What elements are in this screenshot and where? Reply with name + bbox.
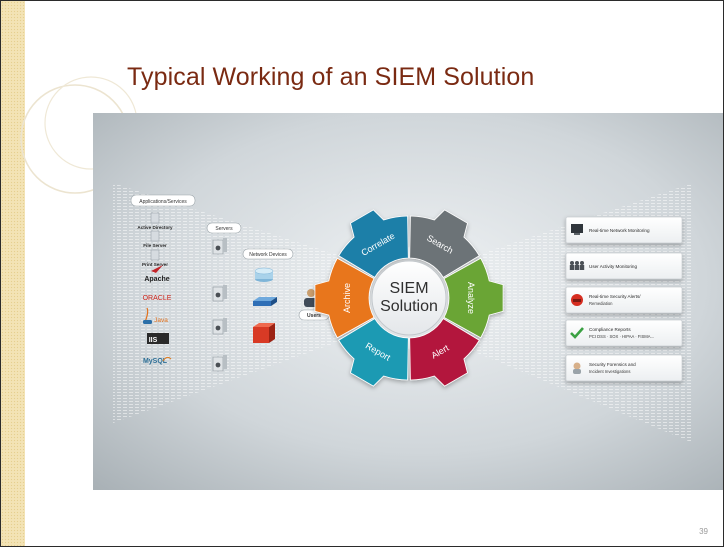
checkmark-icon: [570, 327, 584, 339]
applications-label: Applications/Services: [139, 199, 187, 205]
users-icon: [575, 261, 579, 265]
output-panel-box: [565, 354, 683, 382]
app-item: Active Directory: [137, 212, 173, 230]
server-icon: [212, 318, 227, 335]
mysql-dolphin-icon: [162, 356, 172, 362]
app-label: ORACLE: [143, 295, 172, 302]
page-number: 39: [699, 527, 708, 536]
gear-segment-analyze: [443, 257, 504, 339]
output-panel: Real-time Security Alerts/Remediation: [565, 286, 683, 314]
app-label: Print Server: [142, 262, 168, 267]
output-panel: Real-time Network Monitoring: [565, 216, 683, 244]
router-icon: [254, 267, 274, 282]
siem-center-line1: SIEM: [389, 280, 428, 297]
app-label: Java: [154, 317, 168, 324]
app-label: Apache: [144, 276, 169, 283]
app-item: File Server: [143, 230, 167, 248]
output-panel: User Activity Monitoring: [565, 252, 683, 280]
slide-title: Typical Working of an SIEM Solution: [127, 63, 535, 91]
apache-feather-icon: [151, 265, 163, 273]
applications-group: Applications/Services Active DirectoryFi…: [130, 194, 196, 365]
output-panel-box: [565, 319, 683, 347]
servers-group: Servers: [206, 222, 242, 372]
side-strip: [1, 1, 25, 546]
app-item: MySQL: [143, 356, 172, 365]
network-devices-label: Network Devices: [249, 252, 287, 258]
iis-badge: [147, 333, 169, 344]
server-icon: [212, 238, 227, 255]
output-panel-subtitle: Remediation: [589, 301, 613, 306]
app-item: Java: [143, 307, 168, 324]
network-devices-group: Network Devices: [242, 248, 294, 343]
gear-segment-report: [338, 318, 409, 387]
output-panel-title: Real-time Security Alerts/: [589, 294, 641, 299]
gear-segment-archive: [314, 257, 375, 339]
gear-segment-search: [409, 209, 480, 278]
output-panel-box: [565, 286, 683, 314]
output-panel-title: User Activity Monitoring: [589, 264, 637, 269]
app-label: File Server: [143, 243, 167, 248]
output-panel-box: [565, 216, 683, 244]
gear-label-analyze: Analyze: [466, 282, 476, 314]
output-panel-title: Real-time Network Monitoring: [589, 228, 650, 233]
output-panel-title: Security Forensics and: [589, 362, 636, 367]
app-item: IIS: [147, 333, 169, 344]
network-devices-label-pill: [242, 248, 294, 260]
output-panel-title: Compliance Reports: [589, 327, 631, 332]
server-icon: [212, 355, 227, 372]
gear-segment-alert: [409, 318, 480, 387]
output-panel-box: [565, 252, 683, 280]
output-panel-subtitle: Incident Investigations: [589, 369, 630, 374]
siem-center-line2: Solution: [380, 298, 438, 315]
app-item: Apache: [144, 265, 170, 283]
output-panel-subtitle: PCI DSS · SOX · HIPAA · FISMA...: [589, 334, 654, 339]
gear-label-archive: Archive: [342, 283, 352, 313]
applications-label-pill: [130, 194, 196, 207]
forensics-icon: [573, 362, 581, 370]
server-icon: [212, 285, 227, 302]
input-flow-band: [113, 183, 363, 423]
app-label: IIS: [149, 337, 158, 344]
java-cup-base: [143, 320, 152, 324]
server-small-icon: [150, 249, 160, 261]
servers-label-pill: [206, 222, 242, 234]
app-label: Active Directory: [137, 225, 173, 230]
firewall-icon: [253, 323, 275, 343]
gear-segment-correlate: [338, 209, 409, 278]
server-small-icon: [150, 212, 160, 224]
siem-diagram: Applications/Services Active DirectoryFi…: [93, 113, 723, 490]
users-label: Users: [307, 313, 321, 319]
app-label: MySQL: [143, 358, 168, 365]
monitor-icon: [571, 224, 583, 233]
app-item: Print Server: [142, 249, 168, 267]
users-icon: [580, 261, 584, 265]
servers-label: Servers: [215, 226, 233, 232]
gear-hub: [371, 260, 447, 336]
app-item: ORACLE: [143, 295, 172, 302]
switch-icon: [253, 297, 277, 306]
server-small-icon: [150, 230, 160, 242]
users-icon: [570, 261, 574, 265]
